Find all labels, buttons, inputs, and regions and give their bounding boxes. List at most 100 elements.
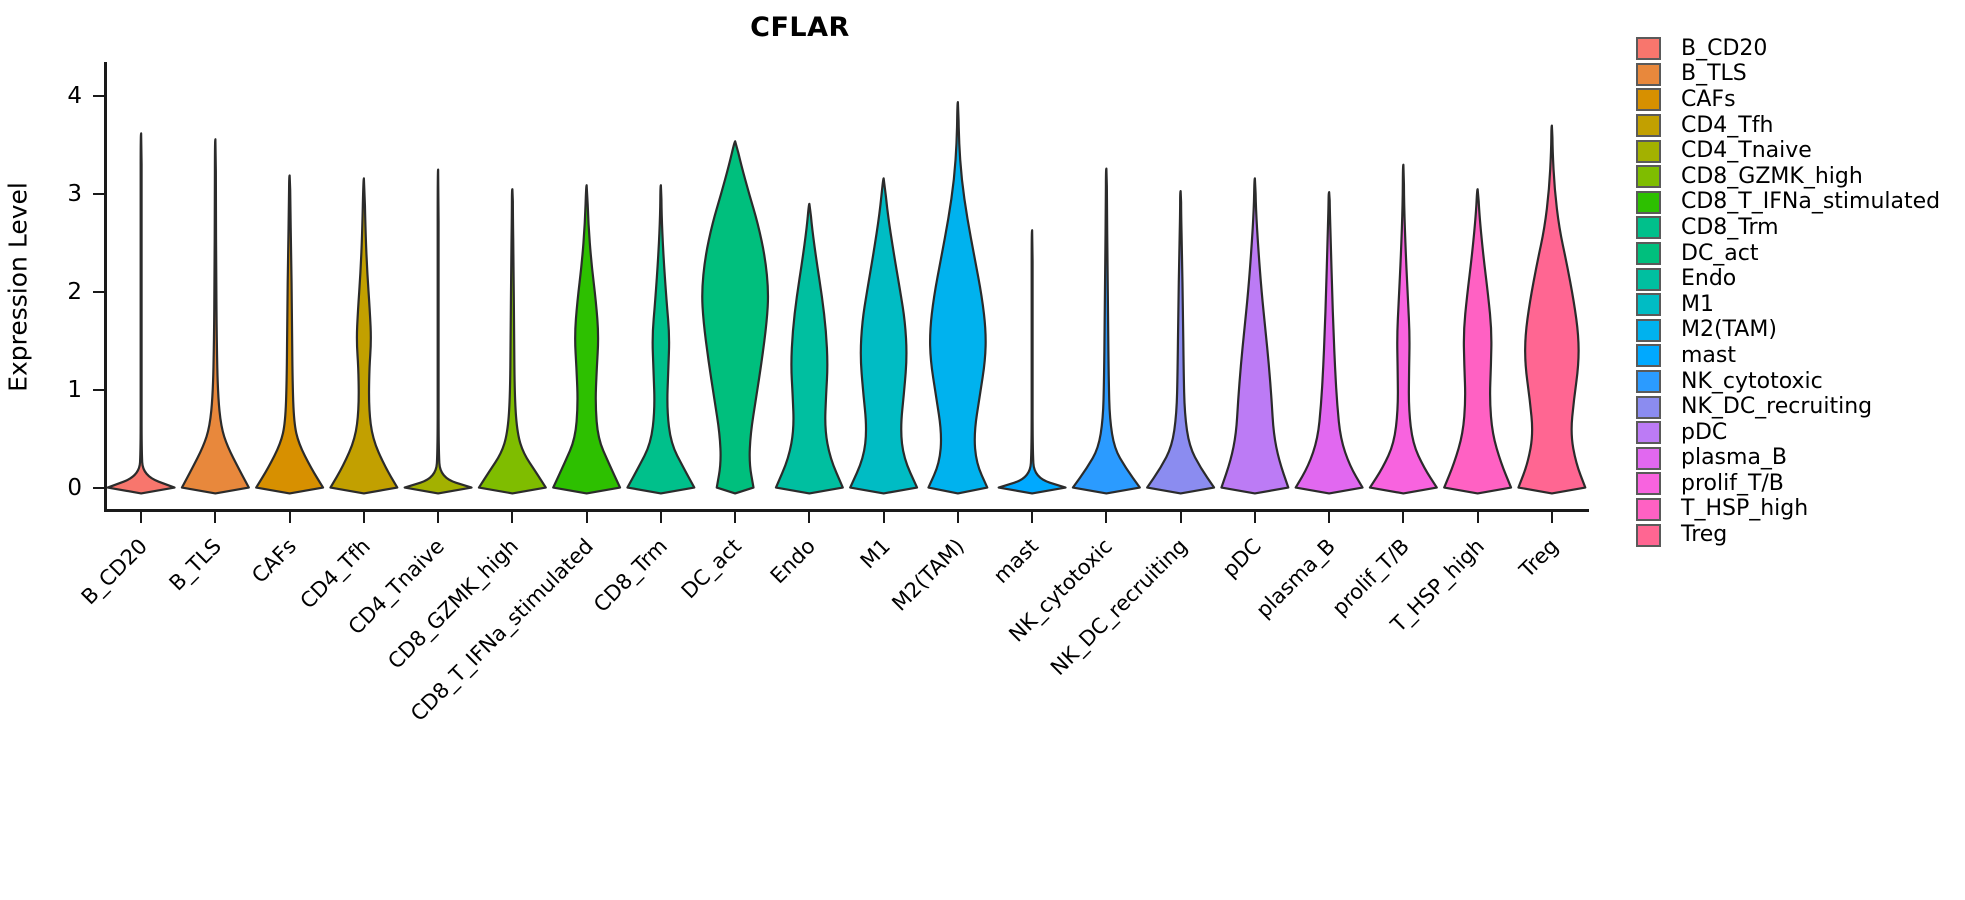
violin-CD8_GZMK_high bbox=[477, 188, 547, 495]
legend-label: CD4_Tfh bbox=[1681, 112, 1774, 138]
legend-label: CAFs bbox=[1681, 86, 1736, 112]
violin-CD4_Tfh bbox=[329, 177, 399, 495]
legend-swatch-icon bbox=[1636, 114, 1661, 138]
legend-label: prolif_T/B bbox=[1681, 470, 1784, 496]
legend-item-CD4_Tfh[interactable]: CD4_Tfh bbox=[1636, 113, 1965, 139]
legend-label: T_HSP_high bbox=[1681, 496, 1809, 522]
page-title: CFLAR bbox=[750, 12, 850, 43]
x-tick-mark bbox=[659, 512, 662, 523]
violin-NK_cytotoxic bbox=[1071, 167, 1141, 495]
legend-label: mast bbox=[1681, 342, 1736, 368]
legend-item-NK_cytotoxic[interactable]: NK_cytotoxic bbox=[1636, 369, 1965, 395]
legend-item-CD8_GZMK_high[interactable]: CD8_GZMK_high bbox=[1636, 164, 1965, 190]
plot-axes: Expression Level 0 1 2 3 4 bbox=[4, 62, 1589, 523]
y-tick-mark bbox=[93, 193, 104, 196]
violin-Treg bbox=[1517, 124, 1587, 495]
legend-label: NK_cytotoxic bbox=[1681, 368, 1823, 394]
legend-swatch-icon bbox=[1636, 62, 1661, 86]
legend-swatch-icon bbox=[1636, 446, 1661, 470]
legend-label: M1 bbox=[1681, 291, 1714, 317]
legend-item-NK_DC_recruiting[interactable]: NK_DC_recruiting bbox=[1636, 394, 1965, 420]
legend-swatch-icon bbox=[1636, 472, 1661, 496]
legend-item-DC_act[interactable]: DC_act bbox=[1636, 241, 1965, 267]
legend-swatch-icon bbox=[1636, 421, 1661, 445]
legend-swatch-icon bbox=[1636, 37, 1661, 61]
legend-label: plasma_B bbox=[1681, 445, 1788, 471]
x-tick-mark bbox=[1179, 512, 1182, 523]
violin-plasma_B bbox=[1294, 191, 1364, 495]
legend-label: DC_act bbox=[1681, 240, 1759, 266]
violin-Endo bbox=[774, 202, 844, 495]
legend-swatch-icon bbox=[1636, 190, 1661, 214]
legend-item-plasma_B[interactable]: plasma_B bbox=[1636, 446, 1965, 472]
legend-swatch-icon bbox=[1636, 165, 1661, 189]
legend-swatch-icon bbox=[1636, 523, 1661, 547]
legend-item-Treg[interactable]: Treg bbox=[1636, 522, 1965, 548]
violin-CD4_Tnaive bbox=[403, 168, 473, 495]
x-tick-mark bbox=[511, 512, 514, 523]
legend-swatch-icon bbox=[1636, 267, 1661, 291]
x-axis-line bbox=[104, 509, 1589, 512]
y-tick-label: 4 bbox=[67, 83, 82, 110]
legend-label: CD8_Trm bbox=[1681, 214, 1779, 240]
legend-item-CAFs[interactable]: CAFs bbox=[1636, 87, 1965, 113]
x-tick-mark bbox=[1328, 512, 1331, 523]
legend-item-CD8_Trm[interactable]: CD8_Trm bbox=[1636, 215, 1965, 241]
y-tick-label: 3 bbox=[67, 181, 82, 208]
legend-item-pDC[interactable]: pDC bbox=[1636, 420, 1965, 446]
x-tick-label: NK_DC_recruiting bbox=[1045, 534, 1192, 680]
violin-CAFs bbox=[255, 174, 325, 495]
legend-label: CD4_Tnaive bbox=[1681, 138, 1812, 164]
legend-item-B_TLS[interactable]: B_TLS bbox=[1636, 62, 1965, 88]
violin-NK_DC_recruiting bbox=[1146, 190, 1216, 495]
legend-item-M2(TAM)[interactable]: M2(TAM) bbox=[1636, 318, 1965, 344]
legend-label: B_TLS bbox=[1681, 61, 1747, 87]
violin-B_TLS bbox=[180, 138, 250, 495]
legend-item-CD8_T_IFNa_stimulated[interactable]: CD8_T_IFNa_stimulated bbox=[1636, 190, 1965, 216]
violin-mast bbox=[997, 229, 1067, 495]
y-axis-line bbox=[104, 62, 107, 512]
legend-label: Treg bbox=[1681, 522, 1728, 548]
y-tick-label: 0 bbox=[67, 474, 82, 501]
legend-item-T_HSP_high[interactable]: T_HSP_high bbox=[1636, 497, 1965, 523]
x-tick-mark bbox=[882, 512, 885, 523]
legend-swatch-icon bbox=[1636, 370, 1661, 394]
x-tick-label: CD8_GZMK_high bbox=[383, 534, 524, 674]
legend-item-CD4_Tnaive[interactable]: CD4_Tnaive bbox=[1636, 138, 1965, 164]
legend-label: NK_DC_recruiting bbox=[1681, 394, 1873, 420]
legend-label: M2(TAM) bbox=[1681, 317, 1777, 343]
x-tick-mark bbox=[585, 512, 588, 523]
x-tick-mark bbox=[288, 512, 291, 523]
x-tick-mark bbox=[1476, 512, 1479, 523]
x-tick-mark bbox=[1253, 512, 1256, 523]
legend-item-prolif_T/B[interactable]: prolif_T/B bbox=[1636, 471, 1965, 497]
legend-label: Endo bbox=[1681, 266, 1737, 292]
y-tick-label: 2 bbox=[67, 278, 82, 305]
y-tick-label: 1 bbox=[67, 376, 82, 403]
violin-M1 bbox=[849, 177, 919, 495]
violin-CD8_Trm bbox=[626, 184, 696, 495]
legend-label: B_CD20 bbox=[1681, 35, 1768, 61]
x-tick-mark bbox=[1031, 512, 1034, 523]
legend-item-B_CD20[interactable]: B_CD20 bbox=[1636, 36, 1965, 62]
legend-swatch-icon bbox=[1636, 88, 1661, 112]
x-tick-mark bbox=[140, 512, 143, 523]
legend-item-M1[interactable]: M1 bbox=[1636, 292, 1965, 318]
legend-swatch-icon bbox=[1636, 497, 1661, 521]
legend-item-Endo[interactable]: Endo bbox=[1636, 266, 1965, 292]
y-axis-label: Expression Level bbox=[3, 182, 33, 392]
y-tick-mark bbox=[93, 290, 104, 293]
violin-T_HSP_high bbox=[1443, 188, 1513, 495]
y-tick-mark bbox=[93, 388, 104, 391]
violins-canvas bbox=[106, 101, 1587, 495]
violin-series-group bbox=[104, 62, 1589, 512]
legend-label: pDC bbox=[1681, 419, 1728, 445]
violin-CD8_T_IFNa_stimulated bbox=[552, 184, 622, 495]
y-tick-mark bbox=[93, 95, 104, 98]
legend-label: CD8_GZMK_high bbox=[1681, 163, 1863, 189]
legend-item-mast[interactable]: mast bbox=[1636, 343, 1965, 369]
legend-label: CD8_T_IFNa_stimulated bbox=[1681, 189, 1941, 215]
x-tick-mark bbox=[437, 512, 440, 523]
y-tick-mark bbox=[93, 486, 104, 489]
